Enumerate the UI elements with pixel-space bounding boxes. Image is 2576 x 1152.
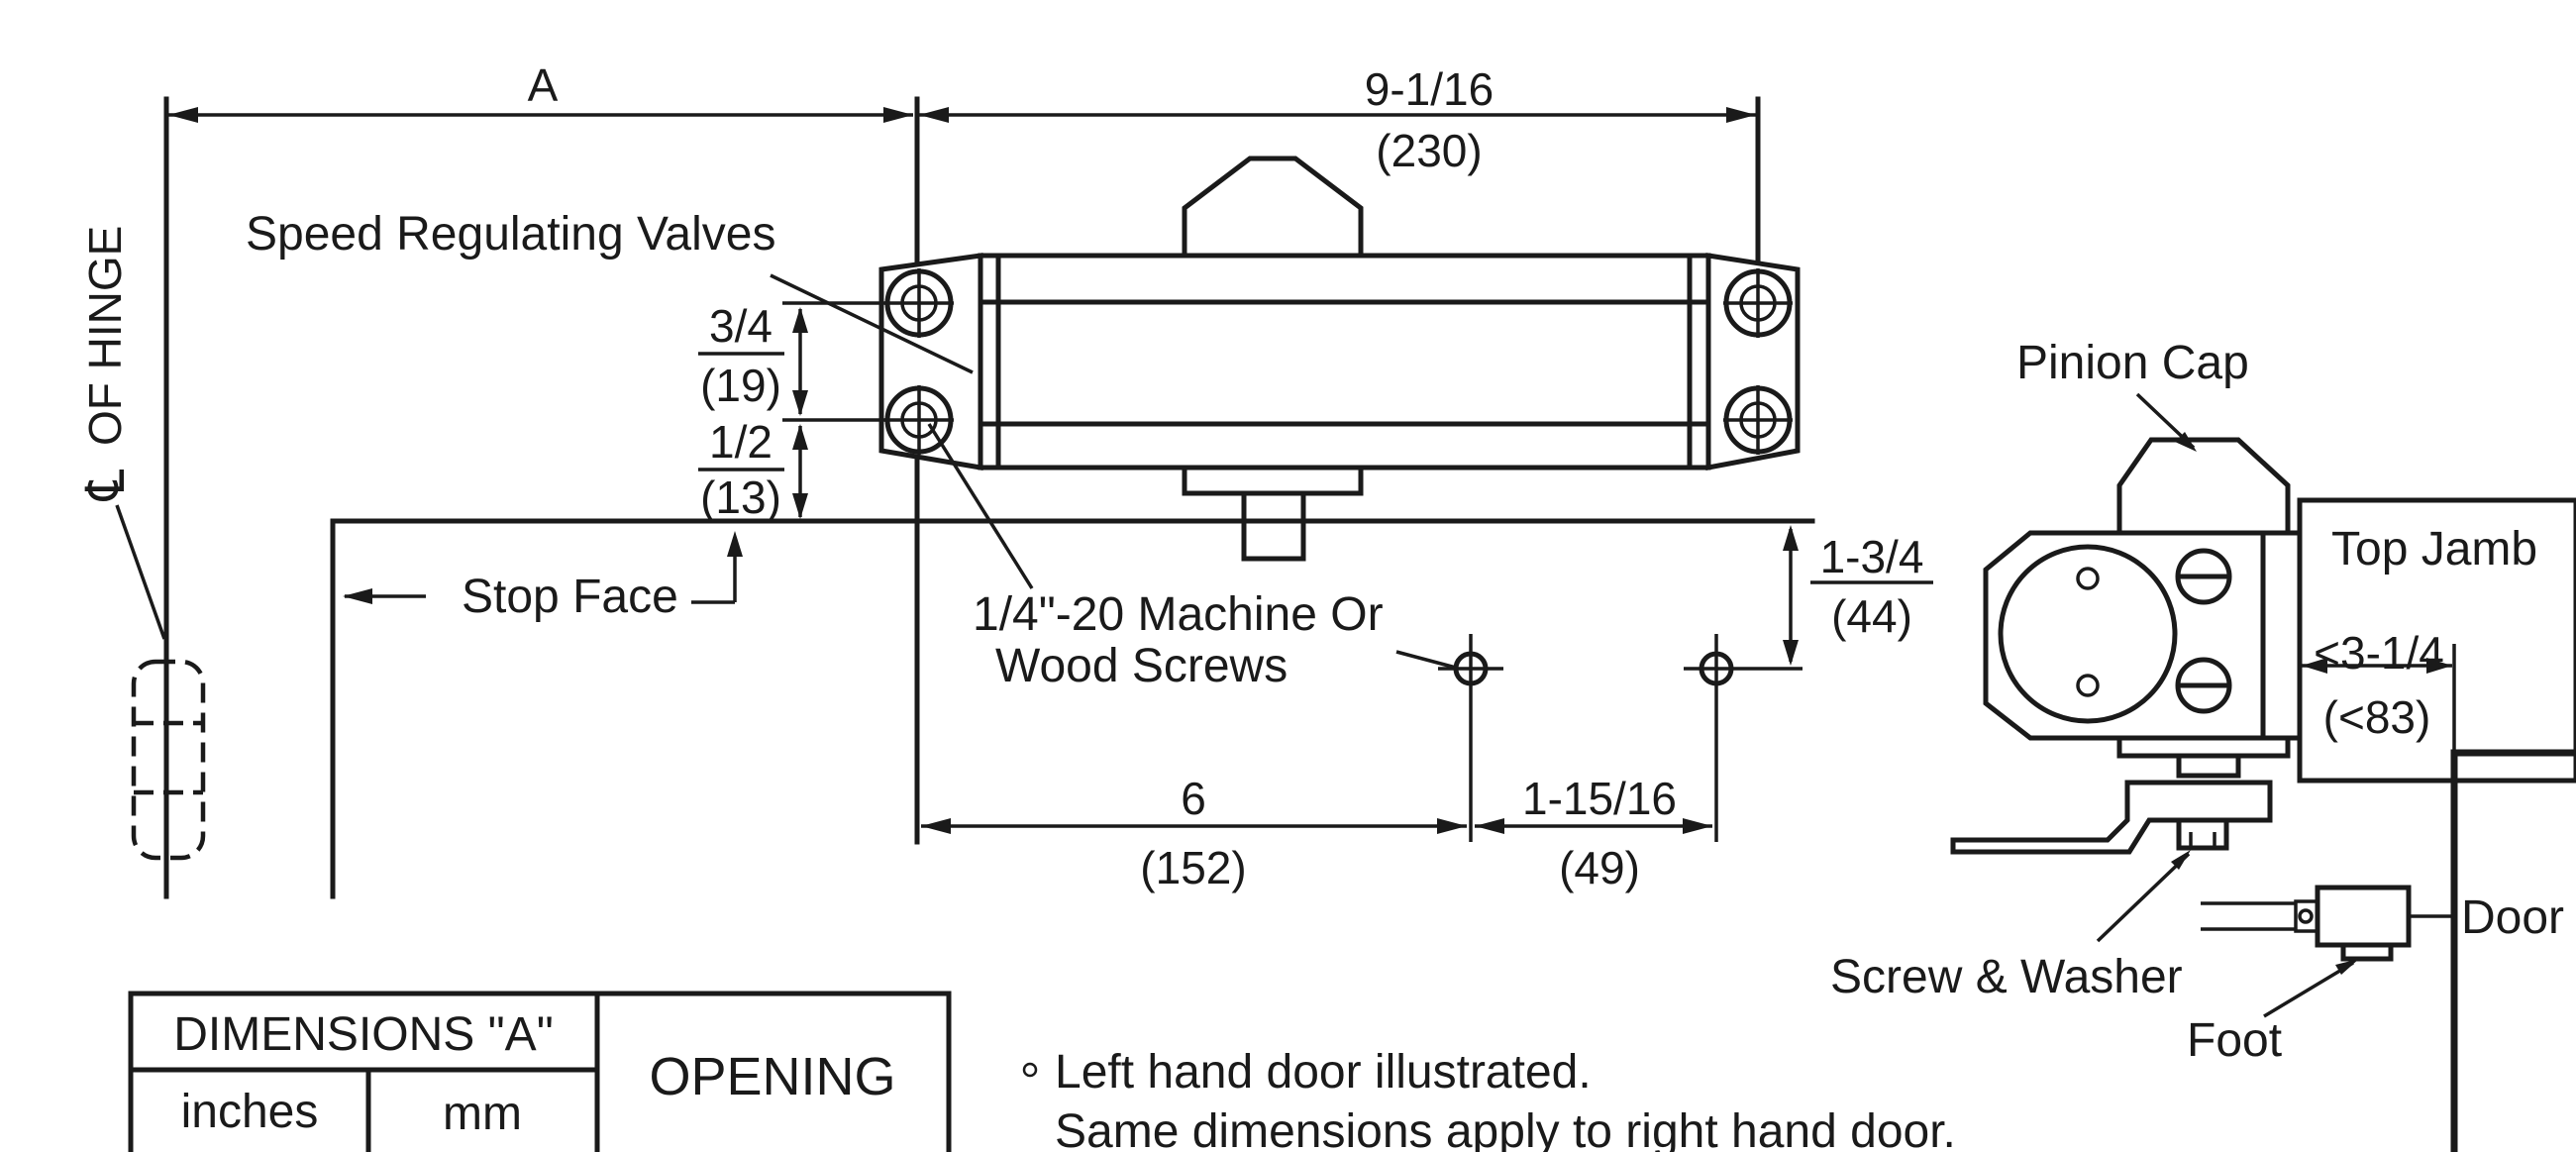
mounting-hole bbox=[1723, 385, 1793, 455]
hinge-centerline: OF HINGE ℄ bbox=[76, 96, 169, 899]
stop-face-label: Stop Face bbox=[462, 571, 678, 623]
screws-label-line1: 1/4"-20 Machine Or bbox=[973, 588, 1384, 641]
dimension-screw-drop: 1-3/4 (44) bbox=[1783, 525, 1933, 666]
dimension-screw-distance: 6 (152) bbox=[921, 773, 1467, 893]
overall-length-mm: (230) bbox=[1376, 125, 1482, 176]
centerline-symbol: ℄ bbox=[76, 470, 136, 501]
dimension-valve-offset: 3/4 (19) 1/2 (13) bbox=[698, 300, 885, 523]
screw-spacing-mm: (49) bbox=[1559, 842, 1640, 893]
notes: Left hand door illustrated. Same dimensi… bbox=[1022, 1046, 1956, 1152]
screw-hole bbox=[1684, 634, 1803, 842]
foot-label: Foot bbox=[2187, 1014, 2282, 1067]
door-closer-body bbox=[878, 156, 1801, 562]
jamb-mm: (<83) bbox=[2323, 691, 2431, 743]
mounting-hole bbox=[884, 268, 954, 338]
screws-label-line2: Wood Screws bbox=[995, 640, 1288, 692]
closer-side-view bbox=[1950, 437, 2576, 1152]
jamb-inches: <3-1/4 bbox=[2314, 627, 2444, 679]
screw-drop-mm: (44) bbox=[1831, 590, 1912, 642]
screw-distance-inches: 6 bbox=[1181, 773, 1206, 824]
table-column-opening: OPENING bbox=[649, 1047, 895, 1106]
valve-offset-mm: (19) bbox=[700, 360, 781, 411]
dimensions-table: DIMENSIONS "A" inches mm OPENING bbox=[128, 991, 952, 1152]
dimension-a-label: A bbox=[528, 59, 559, 111]
stop-face-line: Stop Face bbox=[330, 518, 1815, 899]
dimension-a: A bbox=[168, 59, 913, 123]
screw-washer-label: Screw & Washer bbox=[1830, 951, 2183, 1003]
screw-spacing-inches: 1-15/16 bbox=[1522, 773, 1677, 824]
valve-offset-inches: 3/4 bbox=[709, 300, 773, 352]
dimension-overall-length: 9-1/16 (230) bbox=[919, 63, 1756, 176]
hinge-knuckle bbox=[131, 659, 206, 861]
pinion-cap-label: Pinion Cap bbox=[2016, 337, 2249, 389]
mounting-hole bbox=[1723, 268, 1793, 338]
note-line-1: Left hand door illustrated. bbox=[1055, 1046, 1592, 1099]
table-column-inches: inches bbox=[181, 1086, 319, 1138]
dimension-screw-spacing: 1-15/16 (49) bbox=[1475, 773, 1712, 893]
mounting-hole bbox=[884, 385, 954, 455]
speed-valves-label: Speed Regulating Valves bbox=[246, 208, 775, 261]
hinge-centerline-label: OF HINGE bbox=[79, 226, 131, 446]
screw-offset-inches: 1/2 bbox=[709, 416, 773, 468]
screw-distance-mm: (152) bbox=[1140, 842, 1246, 893]
top-jamb-label: Top Jamb bbox=[2331, 523, 2537, 576]
screw-drop-inches: 1-3/4 bbox=[1820, 531, 1924, 582]
door-label: Door bbox=[2461, 891, 2564, 944]
screw-offset-mm: (13) bbox=[700, 471, 781, 523]
table-header-dimensions-a: DIMENSIONS "A" bbox=[173, 1008, 553, 1061]
screw-hole bbox=[1438, 634, 1503, 842]
note-line-2: Same dimensions apply to right hand door… bbox=[1055, 1105, 1956, 1152]
dimension-jamb: <3-1/4 (<83) bbox=[2302, 627, 2456, 753]
overall-length-inches: 9-1/16 bbox=[1365, 63, 1494, 115]
table-column-mm: mm bbox=[443, 1088, 522, 1140]
